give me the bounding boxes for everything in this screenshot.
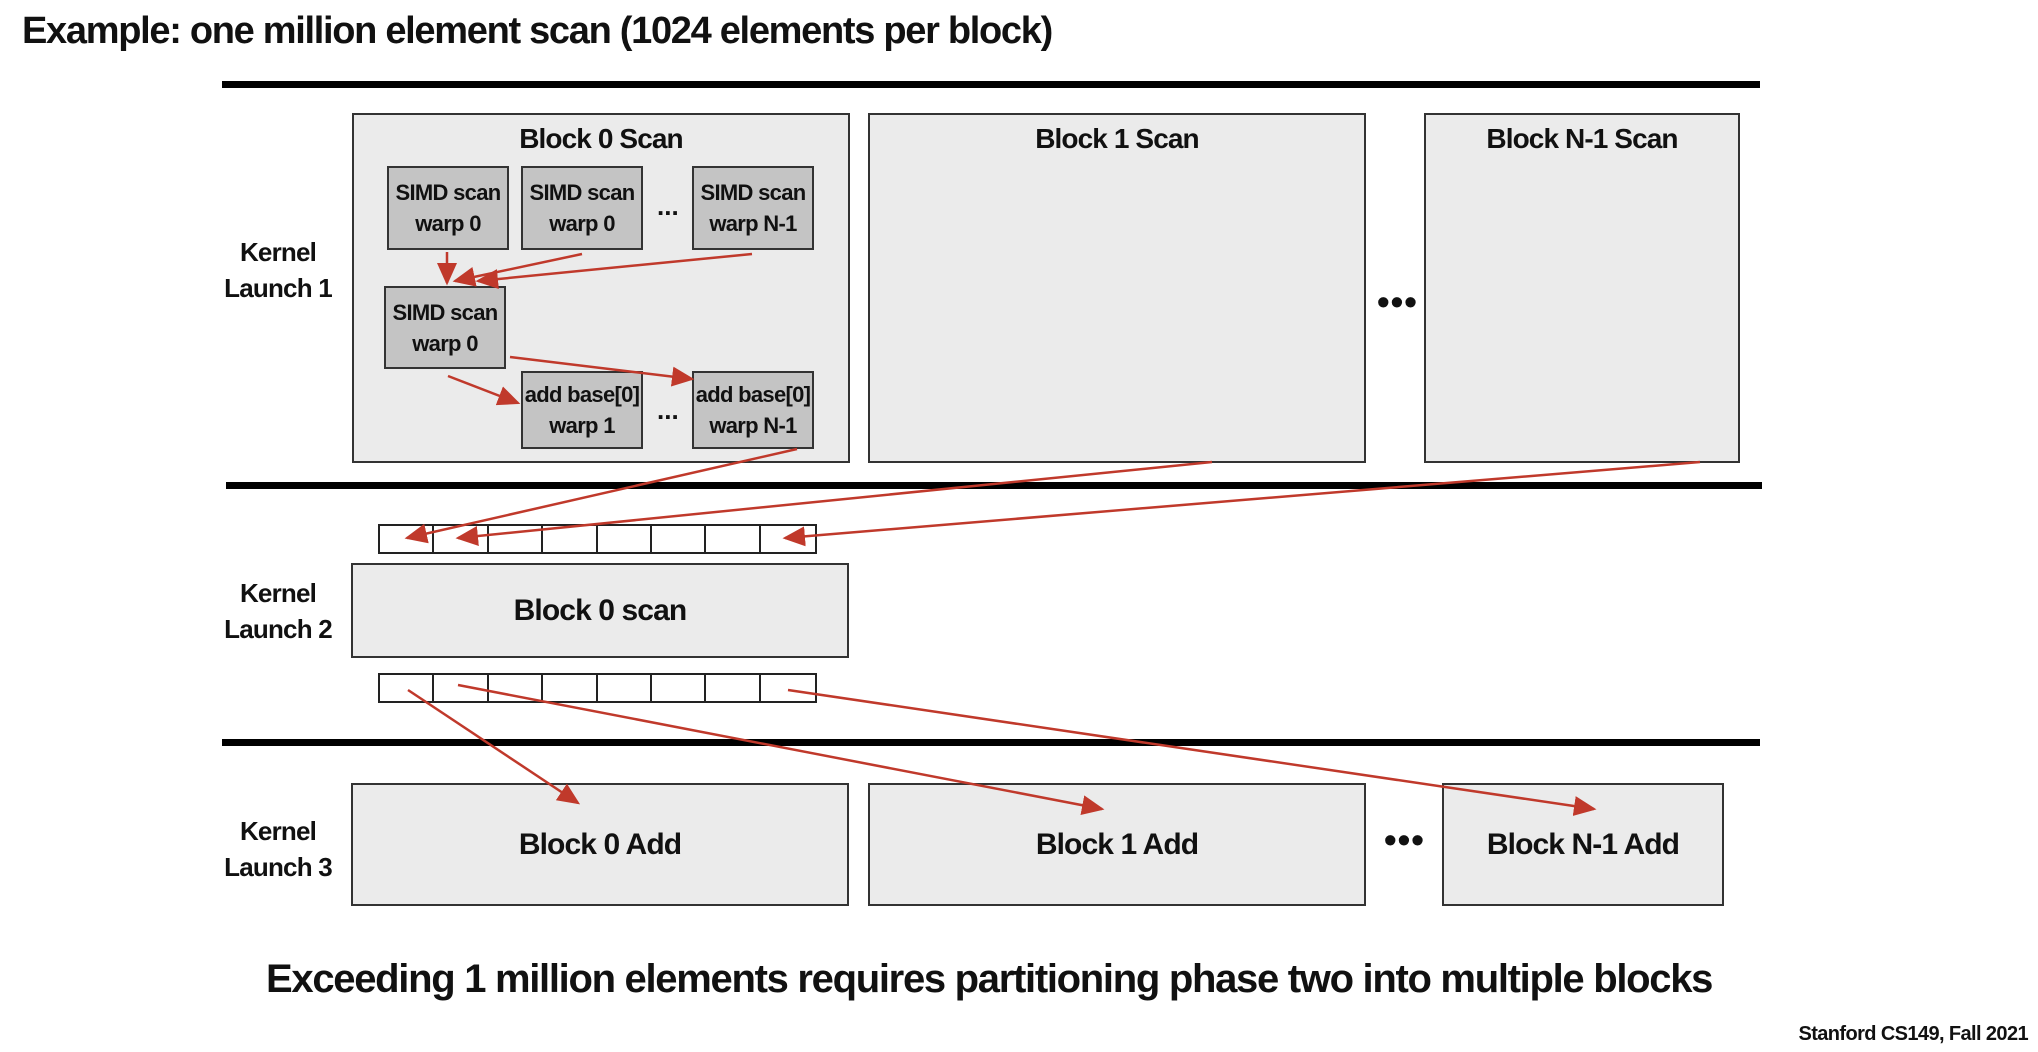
- block-n-1-scan-title: Block N-1 Scan: [1486, 123, 1678, 154]
- arrow: [782, 460, 1701, 547]
- warp-row-ellipsis: ...: [657, 191, 679, 221]
- block-n-1-add: Block N-1 Add: [1442, 783, 1724, 906]
- divider-kernel-2-3: [222, 739, 1760, 746]
- slide-title: Example: one million element scan (1024 …: [22, 10, 1053, 52]
- block-1-add-label: Block 1 Add: [1035, 827, 1199, 861]
- divider-kernel-1-2: [226, 482, 1762, 489]
- scanned-sums-array: [378, 673, 817, 703]
- add-base-warp-box: add base[0]warp 1: [521, 371, 643, 449]
- block-0-scan-title: Block 0 Scan: [519, 123, 683, 154]
- block-1-scan-title: Block 1 Scan: [1035, 123, 1199, 154]
- divider-top: [222, 81, 1760, 88]
- launch-1-ellipsis: •••: [1377, 281, 1418, 322]
- block-1-scan: Block 1 Scan: [868, 113, 1366, 463]
- block-0-scan-launch-2: Block 0 scan: [351, 563, 849, 658]
- footer-caption: Exceeding 1 million elements requires pa…: [266, 957, 1713, 1001]
- block-0-add: Block 0 Add: [351, 783, 849, 906]
- course-credit: Stanford CS149, Fall 2021: [1798, 1023, 2028, 1045]
- block-1-add: Block 1 Add: [868, 783, 1366, 906]
- launch-3-ellipsis: •••: [1384, 819, 1425, 860]
- block-0-add-label: Block 0 Add: [518, 827, 682, 861]
- block-n-1-add-label: Block N-1 Add: [1486, 827, 1680, 861]
- block-0-scan-launch-2-label: Block 0 scan: [513, 593, 688, 627]
- add-row-ellipsis: ...: [657, 395, 679, 425]
- block-sums-array: [378, 524, 817, 554]
- add-base-warp-box: add base[0]warp N-1: [692, 371, 814, 449]
- block-n-1-scan: Block N-1 Scan: [1424, 113, 1740, 463]
